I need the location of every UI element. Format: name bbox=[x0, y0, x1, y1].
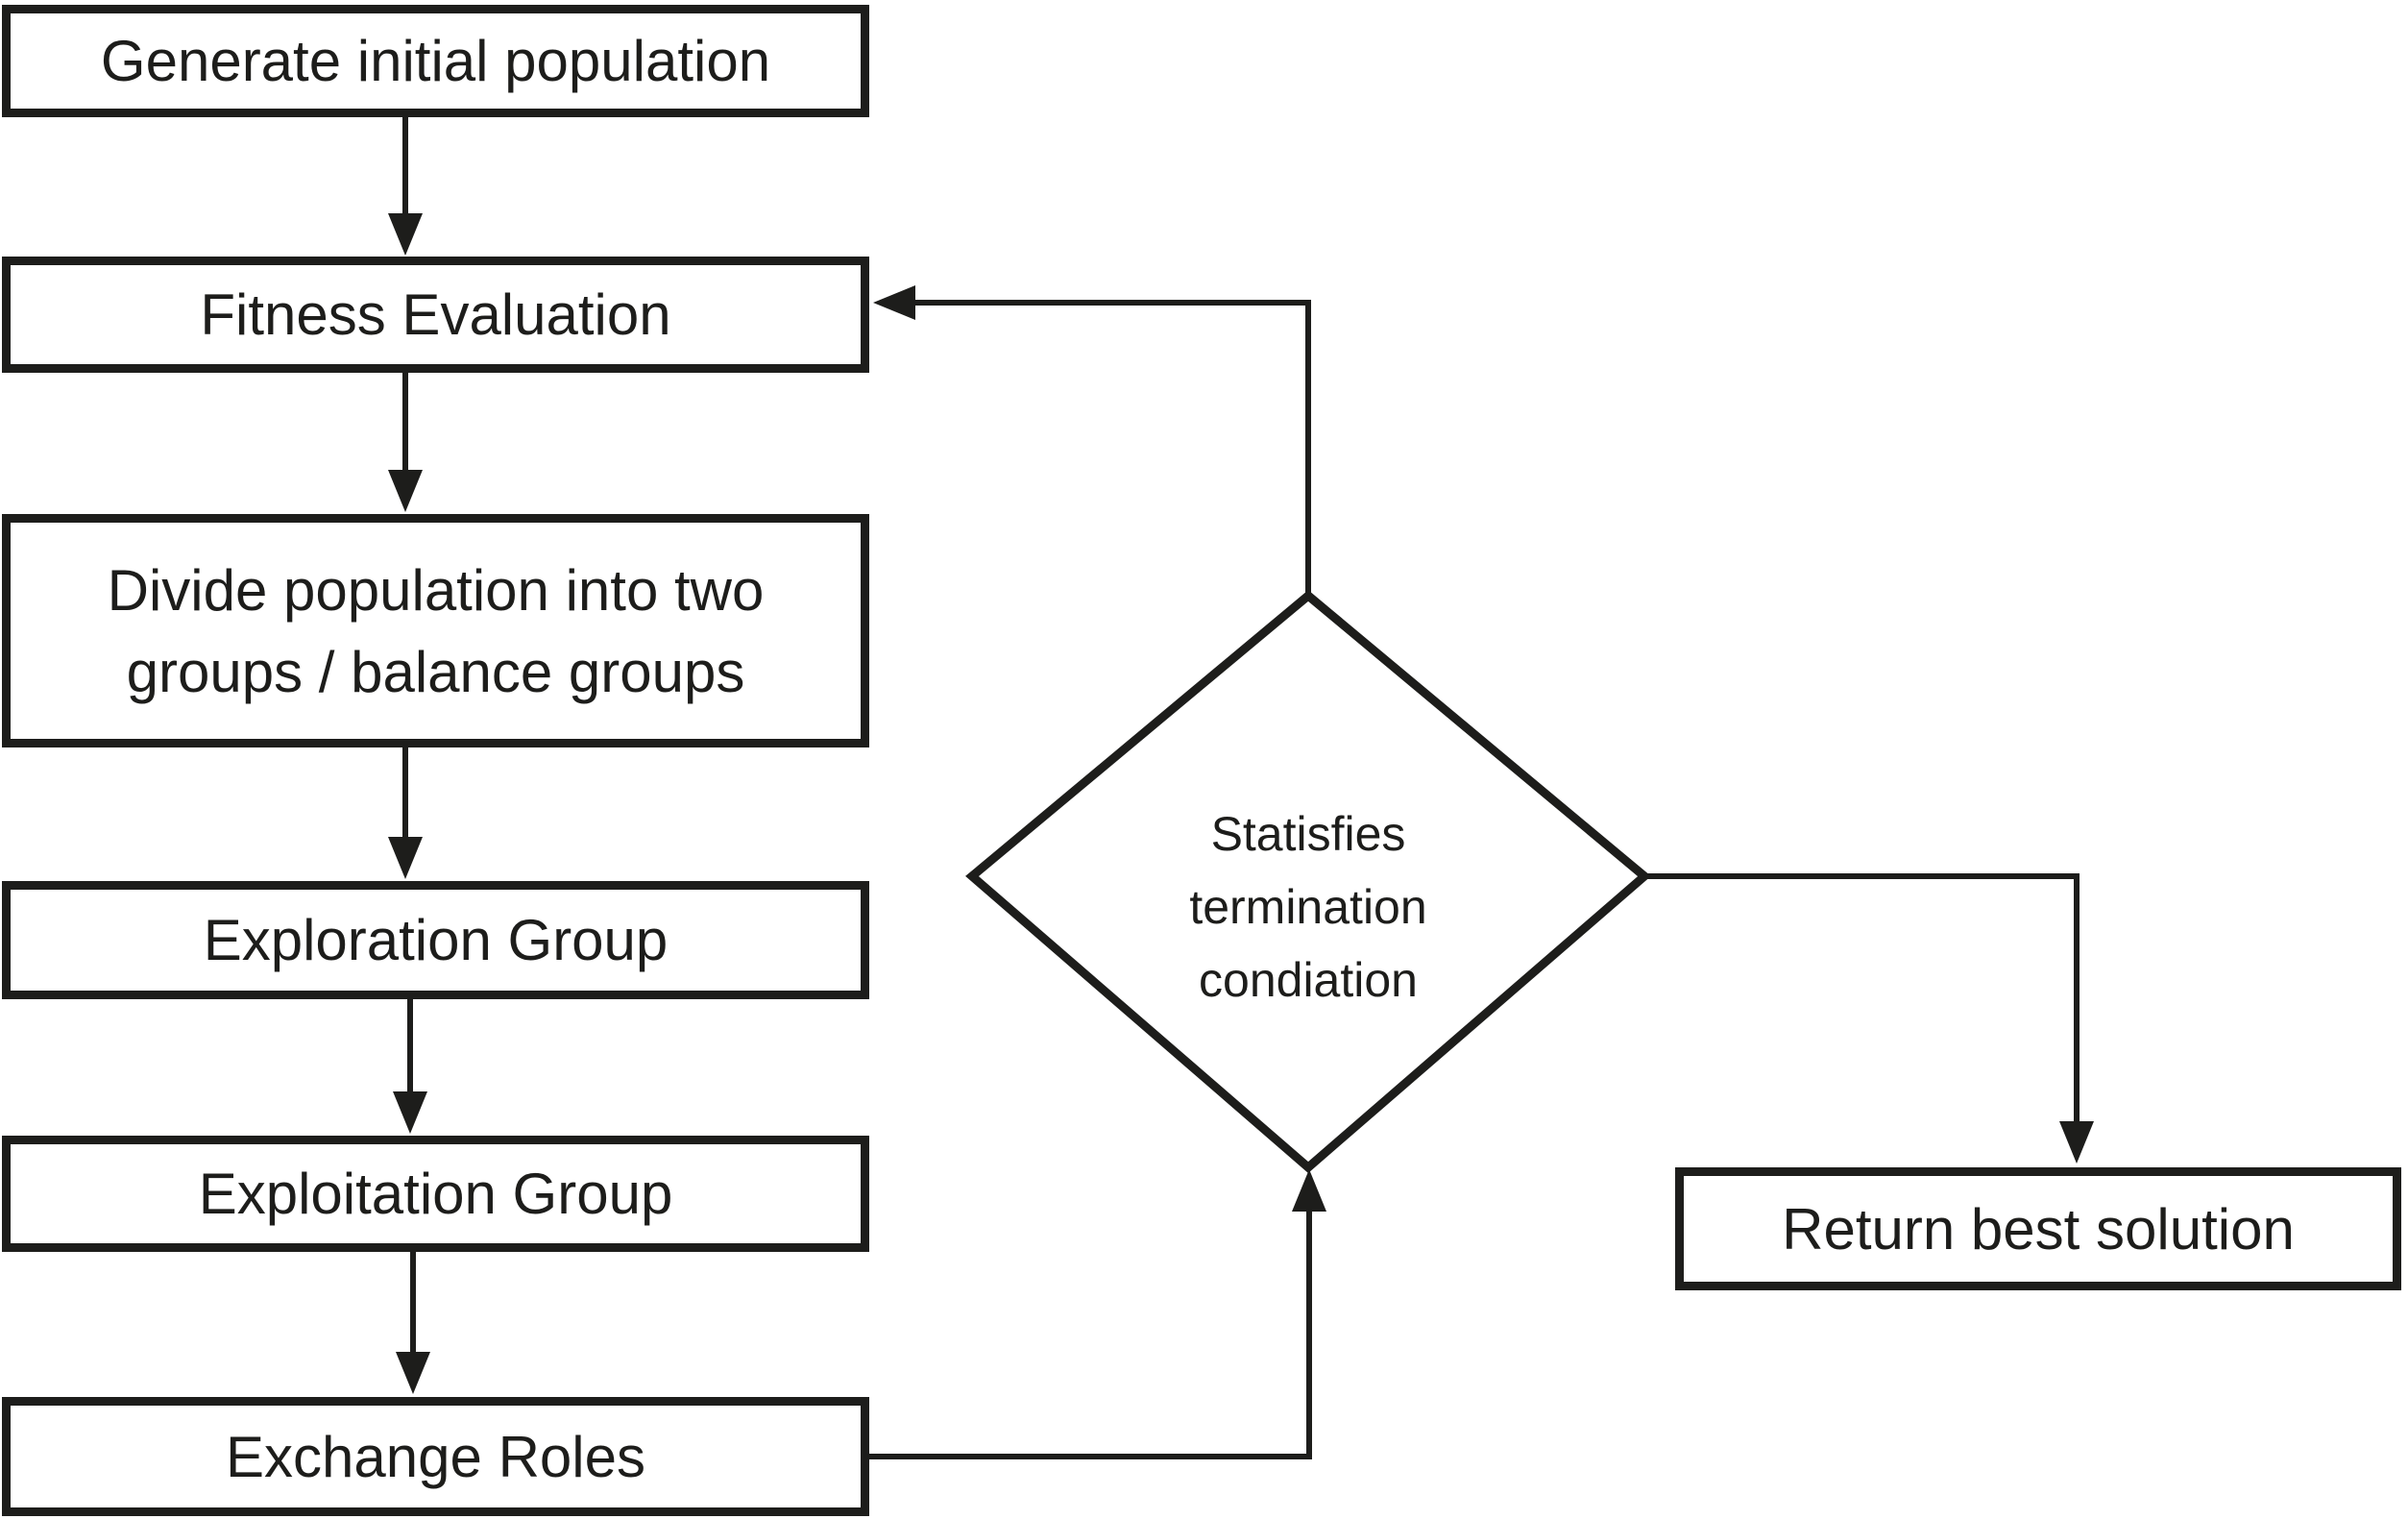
arrow-exchange-to-decision bbox=[864, 1169, 1326, 1459]
arrow-decision-to-return bbox=[1641, 873, 2094, 1164]
process-label: Exploitation Group bbox=[198, 1162, 673, 1226]
arrow-decision-to-fitness bbox=[873, 285, 1311, 600]
process-label: Exploration Group bbox=[203, 908, 669, 972]
decision-label-line2: termination bbox=[1189, 880, 1427, 934]
decision-label-line1: Statisfies bbox=[1210, 807, 1406, 861]
process-exploration-group: Exploration Group bbox=[2, 881, 869, 999]
process-fitness-evaluation: Fitness Evaluation bbox=[2, 257, 869, 373]
process-label: Exchange Roles bbox=[226, 1424, 645, 1489]
arrow-fitness-to-divide bbox=[388, 373, 423, 512]
decision-label-line3: condiation bbox=[1199, 953, 1418, 1007]
arrow-exploitation-to-exchange bbox=[396, 1252, 430, 1394]
process-label-line2: groups / balance groups bbox=[126, 639, 745, 704]
arrow-divide-to-exploration bbox=[388, 747, 423, 879]
arrow-generate-to-fitness bbox=[388, 117, 423, 256]
process-generate-population: Generate initial population bbox=[2, 5, 869, 117]
process-divide-population: Divide population into two groups / bala… bbox=[2, 514, 869, 747]
process-exchange-roles: Exchange Roles bbox=[2, 1397, 869, 1516]
process-return-best-solution: Return best solution bbox=[1675, 1167, 2401, 1290]
arrow-exploration-to-exploitation bbox=[393, 999, 427, 1134]
decision-label: Statisfies termination condiation bbox=[1020, 797, 1596, 1017]
process-label: Generate initial population bbox=[100, 29, 771, 93]
process-label: Return best solution bbox=[1782, 1196, 2295, 1262]
process-exploitation-group: Exploitation Group bbox=[2, 1136, 869, 1252]
decision-diamond bbox=[965, 590, 1651, 1173]
process-label-line1: Divide population into two bbox=[107, 557, 765, 623]
process-label: Fitness Evaluation bbox=[200, 282, 671, 347]
